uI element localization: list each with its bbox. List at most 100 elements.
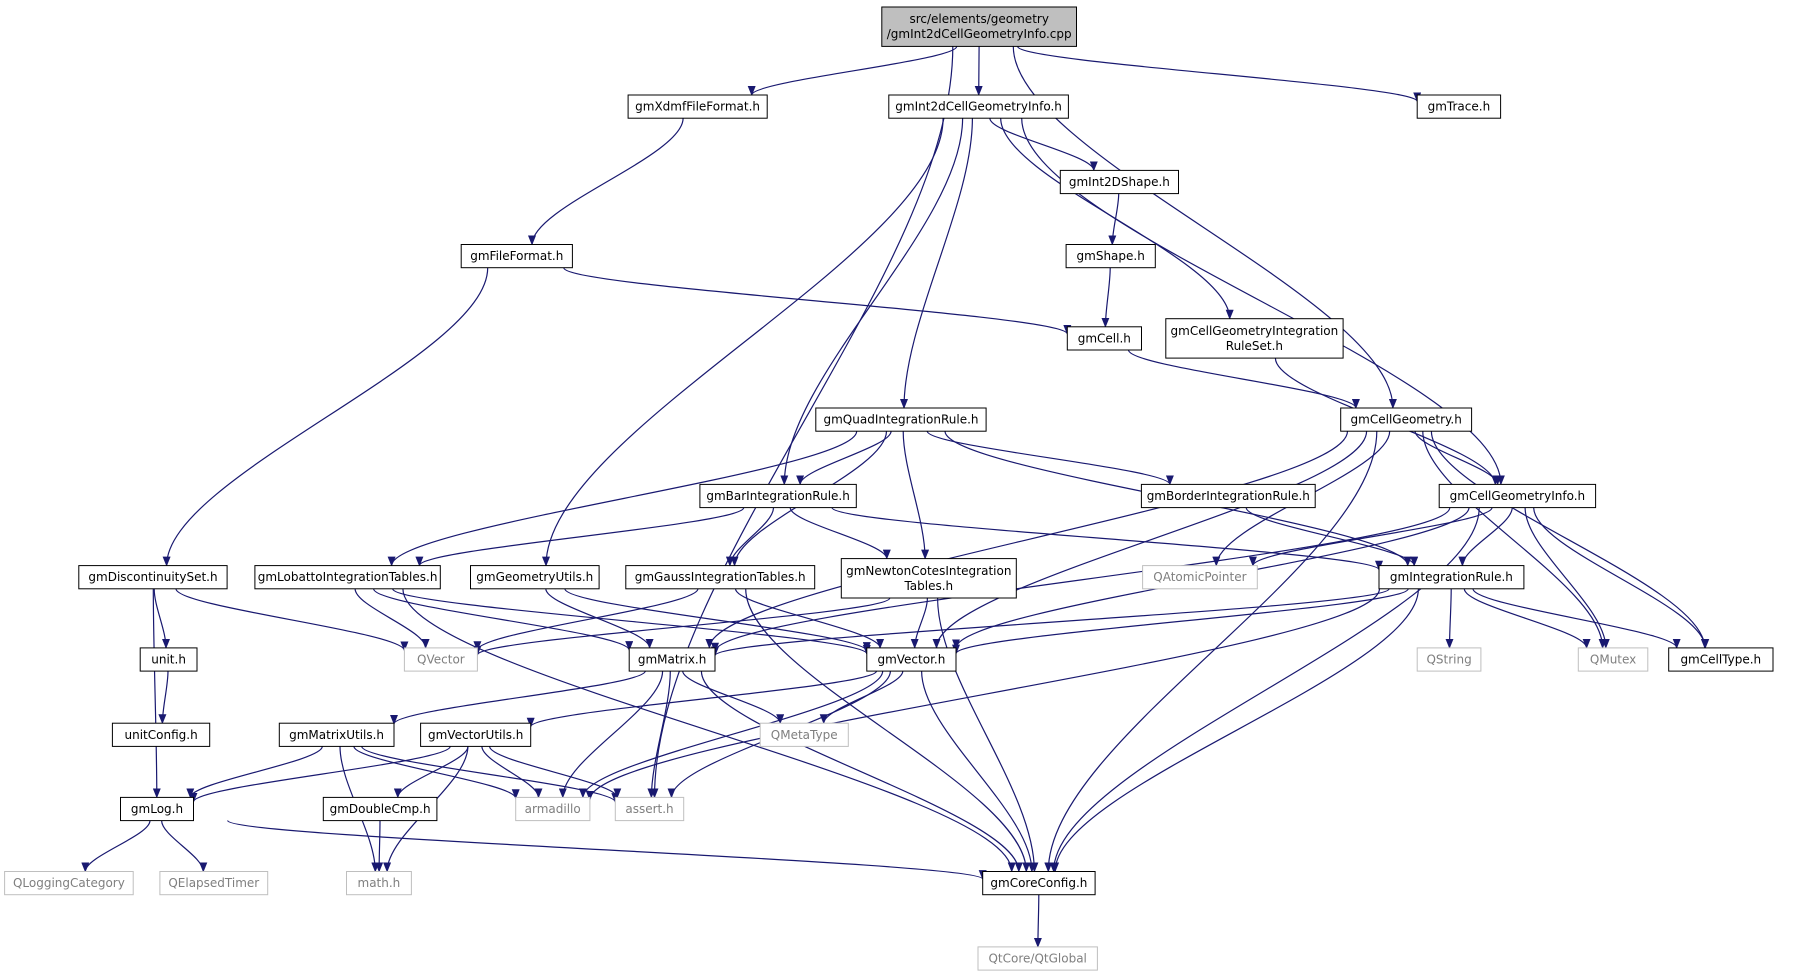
edge-line xyxy=(1430,431,1709,649)
node-xdmf[interactable]: gmXdmfFileFormat.h xyxy=(627,94,768,119)
node-box xyxy=(1142,565,1258,590)
node-vectorutils[interactable]: gmVectorUtils.h xyxy=(420,722,532,747)
node-matrixutils[interactable]: gmMatrixUtils.h xyxy=(278,722,395,747)
node-label: gmBorderIntegrationRule.h xyxy=(1147,489,1310,503)
node-qatomic: QAtomicPointer xyxy=(1142,565,1258,590)
node-label: gmCellGeometryInfo.h xyxy=(1450,489,1586,503)
dependency-edge-cgi-to-qmutex xyxy=(1524,507,1610,649)
node-root[interactable]: src/elements/geometry/gmInt2dCellGeometr… xyxy=(881,6,1077,47)
node-trace[interactable]: gmTrace.h xyxy=(1416,94,1502,119)
edge-line xyxy=(932,431,1368,649)
node-unitconfig[interactable]: unitConfig.h xyxy=(111,722,211,747)
edge-line xyxy=(1012,46,1397,409)
node-border[interactable]: gmBorderIntegrationRule.h xyxy=(1140,483,1316,509)
node-box xyxy=(815,407,987,432)
node-label: RuleSet.h xyxy=(1226,339,1283,353)
dependency-edge-discont-to-qvector xyxy=(175,588,409,652)
dependency-edge-gauss-to-vector xyxy=(734,588,885,649)
edge-line xyxy=(473,588,699,652)
node-box xyxy=(403,647,478,672)
node-label: QMetaType xyxy=(771,728,838,742)
node-box xyxy=(1577,647,1649,672)
dependency-edge-cgi-to-matrix xyxy=(711,507,1451,653)
dependency-edge-cellgeom-to-qmutex xyxy=(1422,431,1607,649)
node-cellgeom[interactable]: gmCellGeometry.h xyxy=(1340,407,1473,432)
node-box xyxy=(1438,483,1597,509)
node-bar[interactable]: gmBarIntegrationRule.h xyxy=(699,483,857,509)
edge-line xyxy=(481,746,543,799)
dependency-edge-bar-to-newton xyxy=(789,507,891,560)
dependency-edge-vector-to-coreconfig xyxy=(921,670,1036,873)
node-qelapsed: QElapsedTimer xyxy=(159,871,269,896)
dependency-edge-coreconfig-to-qtglobal xyxy=(1033,894,1042,948)
node-label: gmMatrixUtils.h xyxy=(289,728,384,742)
edge-line xyxy=(153,588,170,649)
dependency-edge-introle-to-coreconfig xyxy=(1051,588,1419,873)
node-fileformat[interactable]: gmFileFormat.h xyxy=(460,244,573,269)
node-box xyxy=(78,565,228,590)
node-cgi[interactable]: gmCellGeometryInfo.h xyxy=(1438,483,1597,509)
node-gauss[interactable]: gmGaussIntegrationTables.h xyxy=(625,565,816,590)
dependency-edge-quad-to-bar xyxy=(796,430,892,486)
node-box xyxy=(460,244,573,269)
node-shape[interactable]: gmShape.h xyxy=(1065,244,1156,269)
node-box xyxy=(627,94,768,119)
node-geomutils[interactable]: gmGeometryUtils.h xyxy=(470,565,600,590)
dependency-edge-log-to-qlogcat xyxy=(81,820,151,873)
dependency-edge-newton-to-vector xyxy=(910,597,928,649)
node-box xyxy=(346,871,412,896)
dependency-edge-vectorutils-to-log xyxy=(189,745,451,803)
node-vector[interactable]: gmVector.h xyxy=(866,647,957,672)
edge-line xyxy=(989,117,1098,172)
dependency-edge-cgi-to-introle xyxy=(1458,507,1513,567)
dependency-edge-lobatto-to-coreconfig xyxy=(402,588,1016,873)
node-lobatto[interactable]: gmLobattoIntegrationTables.h xyxy=(254,565,441,590)
node-quad[interactable]: gmQuadIntegrationRule.h xyxy=(815,407,987,432)
dependency-edge-matrix-to-armadillo xyxy=(558,670,664,799)
dependency-edge-bar-to-introle xyxy=(831,507,1383,571)
node-discont[interactable]: gmDiscontinuitySet.h xyxy=(78,565,228,590)
node-cell[interactable]: gmCell.h xyxy=(1066,326,1143,351)
node-qmetatype: QMetaType xyxy=(759,722,849,747)
edge-line xyxy=(789,507,891,560)
node-label: gmNewtonCotesIntegration xyxy=(846,564,1011,578)
node-log[interactable]: gmLog.h xyxy=(120,796,194,822)
edge-line xyxy=(81,820,151,873)
node-label: gmCell.h xyxy=(1078,331,1131,345)
node-int2dinfo[interactable]: gmInt2dCellGeometryInfo.h xyxy=(888,94,1069,119)
node-introle[interactable]: gmIntegrationRule.h xyxy=(1378,565,1525,590)
node-matrix[interactable]: gmMatrix.h xyxy=(628,647,716,672)
node-int2dshape[interactable]: gmInt2DShape.h xyxy=(1059,169,1180,195)
edge-line xyxy=(1044,431,1378,873)
node-box xyxy=(1340,407,1473,432)
node-box xyxy=(888,94,1069,119)
node-doublecmp[interactable]: gmDoubleCmp.h xyxy=(322,796,438,822)
dependency-edge-newton-to-qvector xyxy=(473,597,891,656)
edge-line xyxy=(526,670,878,728)
dependency-edge-int2dshape-to-shape xyxy=(1108,193,1120,246)
dependency-edge-cell-to-cellgeom xyxy=(1127,349,1360,409)
dependency-edge-introle-to-vector xyxy=(952,588,1409,655)
node-label: gmFileFormat.h xyxy=(470,249,563,263)
node-coreconfig[interactable]: gmCoreConfig.h xyxy=(982,871,1096,896)
dependency-edge-bar-to-lobatto xyxy=(415,507,745,567)
edge-line xyxy=(910,597,928,649)
node-label: gmMatrix.h xyxy=(638,652,707,666)
dependency-edge-lobatto-to-qvector xyxy=(354,588,430,649)
dependency-edge-cgi-to-celltype xyxy=(1533,507,1710,649)
dependency-edge-cgi-to-qatomic xyxy=(1249,507,1493,567)
dependency-edge-newton-to-coreconfig xyxy=(937,597,1039,873)
dependency-edge-introle-to-qmutex xyxy=(1463,588,1591,649)
edge-line xyxy=(1458,507,1513,567)
edge-line xyxy=(1101,267,1111,328)
node-unit[interactable]: unit.h xyxy=(139,647,198,672)
node-label: gmVectorUtils.h xyxy=(428,728,523,742)
dependency-edge-xdmf-to-fileformat xyxy=(528,118,684,246)
dependency-edge-geomutils-to-vector xyxy=(564,588,871,653)
dependency-edge-gauss-to-qvector xyxy=(473,588,699,652)
edge-line xyxy=(926,430,1174,486)
edge-line xyxy=(700,670,1023,873)
node-celltype[interactable]: gmCellType.h xyxy=(1668,647,1774,672)
